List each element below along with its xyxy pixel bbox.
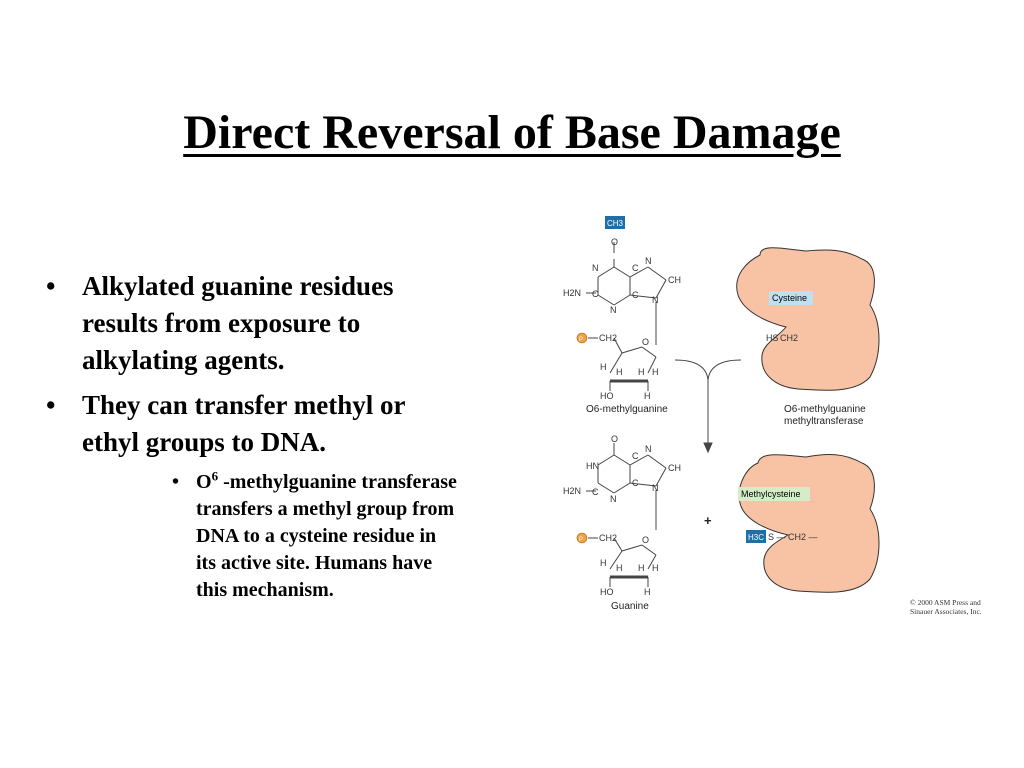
atom-label: H [616, 563, 623, 573]
atom-label: CH2 [599, 533, 617, 543]
methyl-label: CH3 [607, 219, 624, 228]
atom-label: CH [668, 275, 681, 285]
sub-bullet-text: -methylguanine transferase transfers a m… [196, 471, 457, 601]
atom-label: N [652, 483, 659, 493]
enzyme-caption: O6-methylguanine [784, 404, 866, 415]
atom-label: N [645, 256, 652, 266]
bullet-glyph: • [172, 471, 180, 493]
methyl-group-box [746, 530, 766, 543]
atom-label: H [638, 367, 645, 377]
atom-label: N [592, 263, 599, 273]
cysteine-label-box [769, 291, 813, 305]
methylcysteine-label: Methylcysteine [741, 489, 801, 499]
methyl-group-box [605, 216, 625, 229]
phosphate-icon [576, 332, 588, 344]
bullet-glyph: • [46, 271, 56, 301]
phosphate-label: P [579, 337, 583, 343]
atom-label: C [632, 451, 639, 461]
atom-label: N [652, 295, 659, 305]
plus-sign: + [704, 513, 712, 528]
sub-bullet-superscript: 6 [211, 468, 219, 484]
bullet-text: Alkylated guanine residues results from … [82, 271, 394, 375]
phosphate-label: P [579, 537, 583, 543]
atom-label: H [644, 391, 651, 401]
phosphate-icon [576, 532, 588, 544]
atom-label: O [642, 337, 649, 347]
atom-label: O [611, 237, 618, 247]
atom-label: C [592, 289, 599, 299]
atom-label: H [638, 563, 645, 573]
bullet-glyph: • [46, 390, 56, 420]
thiol-group: HS [766, 333, 779, 343]
enzyme-shape [738, 454, 880, 593]
atom-label: H [652, 367, 659, 377]
methyl-label: H3C [748, 533, 764, 542]
bullet-list: • Alkylated guanine residues results fro… [40, 268, 460, 604]
bullet-text: They can transfer methyl or ethyl groups… [82, 390, 405, 457]
reaction-figure: CH3 O N C N CH C C N N H2N P CH2 O H H H… [548, 205, 1018, 625]
atom-label: CH [668, 463, 681, 473]
atom-label: H [616, 367, 623, 377]
sub-bullet-o: O [196, 471, 212, 493]
copyright-notice: © 2000 ASM Press and [910, 598, 981, 607]
atom-label: H [600, 558, 607, 568]
thioether-group: S — CH2 — [768, 532, 818, 542]
bullet-item: • They can transfer methyl or ethyl grou… [40, 387, 460, 461]
ch2-group: CH2 [780, 333, 798, 343]
sub-bullet-item: • O6 -methylguanine transferase transfer… [172, 469, 460, 604]
atom-label: C [632, 290, 639, 300]
atom-label: H [644, 587, 651, 597]
enzyme-caption: methyltransferase [784, 416, 864, 427]
atom-label: H2N [563, 288, 581, 298]
atom-label: C [632, 478, 639, 488]
atom-label: N [645, 444, 652, 454]
atom-label: HN [586, 461, 599, 471]
atom-label: O [642, 535, 649, 545]
atom-label: H [600, 362, 607, 372]
molecule-caption: Guanine [611, 601, 649, 612]
reaction-diagram: CH3 O N C N CH C C N N H2N P CH2 O H H H… [563, 216, 982, 616]
atom-label: O [611, 434, 618, 444]
atom-label: HO [600, 391, 614, 401]
atom-label: HO [600, 587, 614, 597]
atom-label: H [652, 563, 659, 573]
copyright-notice: Sinauer Associates, Inc. [910, 607, 982, 616]
bullet-item: • Alkylated guanine residues results fro… [40, 268, 460, 379]
atom-label: CH2 [599, 333, 617, 343]
atom-label: C [592, 487, 599, 497]
atom-label: N [610, 305, 617, 315]
molecule-caption: O6-methylguanine [586, 404, 668, 415]
atom-label: C [632, 263, 639, 273]
slide-title: Direct Reversal of Base Damage [183, 106, 841, 159]
atom-label: H2N [563, 486, 581, 496]
enzyme-shape [736, 247, 880, 391]
atom-label: N [610, 494, 617, 504]
cysteine-label: Cysteine [772, 293, 807, 303]
methylcysteine-label-box [738, 487, 810, 501]
